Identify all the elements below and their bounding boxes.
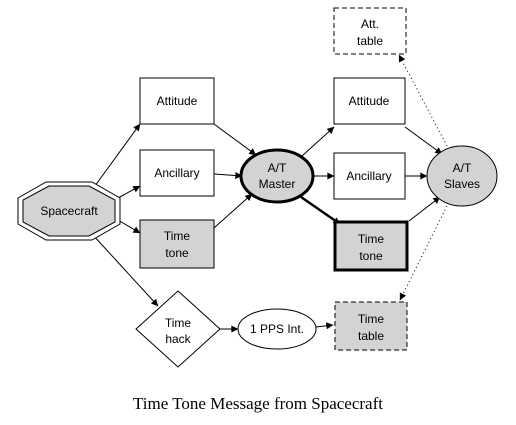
node-att-table: Att. table [333, 7, 407, 55]
attitude-right-label: Attitude [349, 94, 390, 108]
att-table-line-1: Att. [361, 17, 379, 31]
node-time-table: Time table [334, 301, 408, 351]
at-slaves-line-2: Slaves [444, 177, 480, 191]
time-hack-line-2: hack [165, 332, 191, 346]
edge-pps-to-time-table [315, 322, 334, 330]
node-time-hack: Time hack [135, 290, 221, 368]
spacecraft-octagon-inner [22, 185, 116, 237]
ancillary-left-label: Ancillary [154, 166, 199, 180]
time-table-line-1: Time [358, 312, 385, 326]
node-pps: 1 PPS Int. [237, 308, 317, 350]
at-slaves-line-1: A/T [453, 161, 472, 175]
time-tone-right-line-2: tone [359, 249, 383, 263]
at-master-line-2: Master [259, 177, 296, 191]
edge-layer [91, 54, 448, 333]
edge-time-tone-left-to-master [213, 193, 253, 229]
edge-spacecraft-to-attitude-left [91, 123, 141, 191]
node-attitude-left: Attitude [139, 77, 215, 125]
ancillary-right-label: Ancillary [346, 169, 391, 183]
pps-label: 1 PPS Int. [250, 322, 304, 336]
edge-slaves-to-att-table [398, 54, 448, 147]
node-ancillary-right: Ancillary [333, 152, 406, 200]
time-tone-left-line-2: tone [165, 246, 189, 260]
edge-attitude-left-to-master [213, 123, 257, 156]
spacecraft-label: Spacecraft [40, 204, 98, 218]
node-at-master: A/T Master [239, 148, 315, 204]
edge-ancillary-left-to-master [213, 172, 243, 180]
time-hack-line-1: Time [165, 316, 192, 330]
edge-slaves-to-time-table [399, 205, 448, 301]
attitude-left-label: Attitude [157, 94, 198, 108]
edge-attitude-right-to-slaves [404, 126, 443, 155]
node-time-tone-right: Time tone [333, 220, 409, 272]
time-table-line-2: table [358, 329, 384, 343]
edge-spacecraft-to-ancillary-left [117, 185, 141, 199]
edge-master-to-attitude-right [301, 126, 335, 157]
edge-master-to-time-tone-right [300, 195, 341, 226]
diagram-caption: Time Tone Message from Spacecraft [133, 394, 383, 413]
att-table-line-2: table [357, 34, 383, 48]
at-master-line-1: A/T [268, 161, 287, 175]
time-tone-left-line-1: Time [164, 229, 191, 243]
edge-spacecraft-to-time-hack [91, 233, 159, 307]
node-ancillary-left: Ancillary [139, 149, 215, 197]
node-at-slaves: A/T Slaves [426, 145, 498, 207]
edge-spacecraft-to-time-tone-left [117, 219, 141, 234]
edge-time-tone-right-to-slaves [408, 196, 441, 222]
node-spacecraft: Spacecraft [17, 181, 121, 241]
time-tone-right-line-1: Time [358, 232, 385, 246]
node-time-tone-left: Time tone [139, 219, 215, 269]
node-attitude-right: Attitude [333, 77, 406, 125]
